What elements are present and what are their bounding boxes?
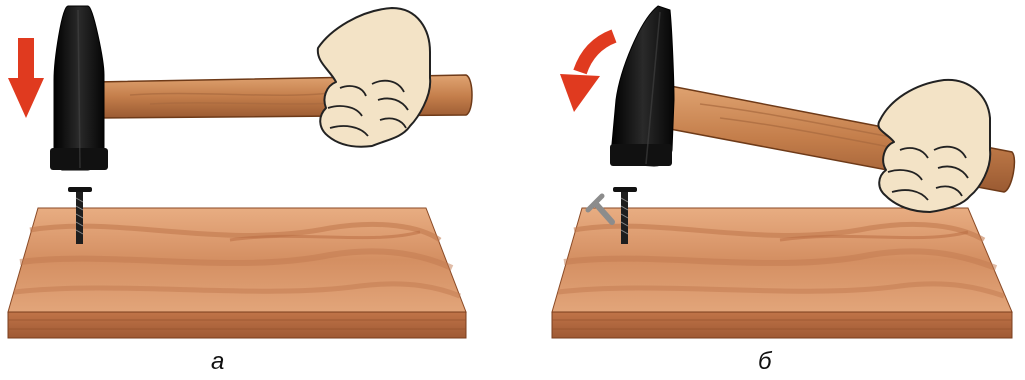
hand-icon [318,8,430,147]
panel-b [552,6,1014,338]
down-arrow-icon [8,38,44,118]
panel-a-caption: а [211,348,224,376]
hand-icon [878,80,990,212]
curved-arrow-icon [560,36,614,112]
panel-a [8,6,472,338]
panel-b-caption: б [758,348,772,376]
